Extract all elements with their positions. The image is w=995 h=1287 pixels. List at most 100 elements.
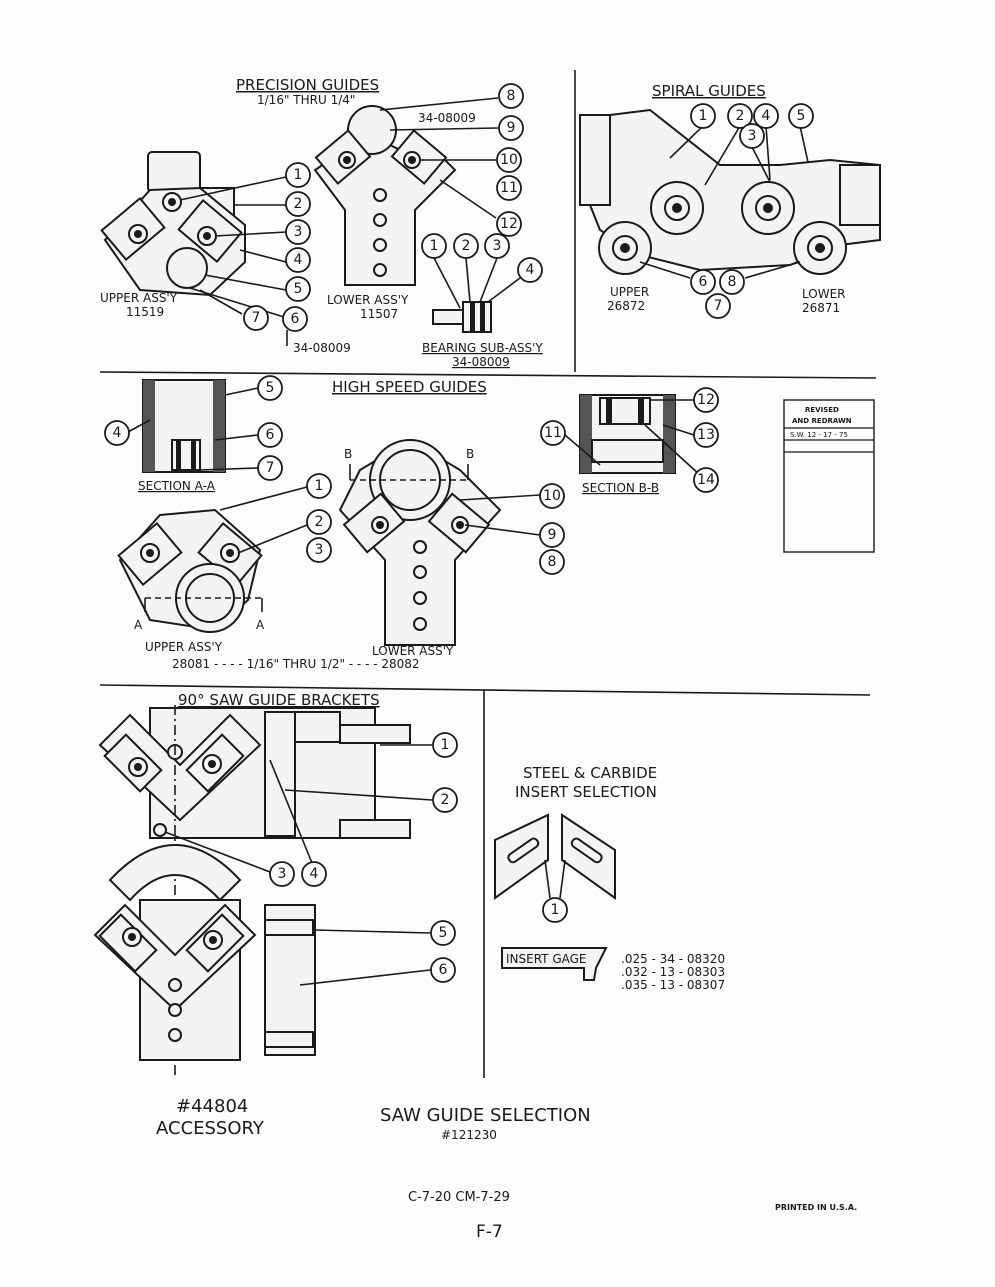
- insert-drawing: [494, 813, 616, 900]
- section-mark-a-left: A: [134, 618, 143, 632]
- highspeed-upper-label: UPPER ASS'Y: [145, 640, 223, 654]
- section-a-drawing: [142, 379, 226, 473]
- highspeed-callouts: 5 4 6 7 1 2 3 10 9 8 12 11 13 14: [104, 375, 719, 575]
- hs-callout-13: 13: [697, 427, 715, 443]
- hs-callout-7: 7: [266, 460, 275, 476]
- spiral-callout-1: 1: [699, 108, 708, 124]
- hs-callout-2: 2: [315, 514, 324, 530]
- spiral-assembly: [579, 108, 881, 275]
- spiral-leaders: [639, 125, 809, 279]
- high-speed-guides-section: HIGH SPEED GUIDES SECTION A-A SECTION B-…: [104, 375, 719, 671]
- bearing-callout-3: 3: [493, 238, 502, 254]
- precision-bottom-code: 34-08009: [293, 341, 351, 355]
- precision-guides-section: PRECISION GUIDES 1/16" THRU 1/4" 34-0800…: [100, 76, 543, 369]
- callout-12: 12: [500, 216, 518, 232]
- brackets-leaders: [164, 744, 433, 986]
- bearing-label: BEARING SUB-ASS'Y: [422, 341, 543, 355]
- hs-callout-1: 1: [315, 478, 324, 494]
- spiral-guides-section: SPIRAL GUIDES 1 2 4 5 3 6 8 7: [579, 82, 881, 319]
- selection-title: SAW GUIDE SELECTION: [380, 1105, 591, 1126]
- spiral-callout-4: 4: [762, 108, 771, 124]
- section-a-label: SECTION A-A: [138, 479, 216, 493]
- page-number: F-7: [476, 1222, 503, 1242]
- precision-upper-label: UPPER ASS'Y: [100, 291, 178, 305]
- highspeed-title: HIGH SPEED GUIDES: [332, 378, 487, 396]
- insert-title-line-2: INSERT SELECTION: [515, 783, 657, 801]
- hs-callout-8: 8: [548, 554, 557, 570]
- hs-callout-9: 9: [548, 527, 557, 543]
- highspeed-upper-assembly: [117, 508, 263, 633]
- callout-4: 4: [294, 252, 303, 268]
- bracket-callout-5: 5: [439, 925, 448, 941]
- section-b-label: SECTION B-B: [582, 481, 659, 495]
- highspeed-range-line: 28081 - - - - 1/16" THRU 1/2" - - - - 28…: [172, 657, 420, 671]
- spiral-callout-5: 5: [797, 108, 806, 124]
- revised-line-2: AND REDRAWN: [792, 417, 852, 425]
- spiral-upper-num: 26872: [607, 299, 645, 313]
- bracket-callout-2: 2: [441, 792, 450, 808]
- revised-line-1: REVISED: [805, 406, 839, 414]
- section-markers: A A B B: [134, 447, 474, 632]
- section-mark-b-left: B: [344, 447, 352, 461]
- spiral-title: SPIRAL GUIDES: [652, 82, 766, 100]
- bracket-lower-assembly: [93, 844, 316, 1061]
- divider-lines: [99, 70, 877, 1078]
- revised-line-3: S.W. 12 - 17 - 75: [790, 431, 848, 439]
- footer: #44804 ACCESSORY SAW GUIDE SELECTION #12…: [156, 1096, 857, 1242]
- bracket-callout-1: 1: [441, 737, 450, 753]
- spiral-callout-7: 7: [714, 298, 723, 314]
- callout-9: 9: [507, 120, 516, 136]
- spiral-callout-3: 3: [748, 128, 757, 144]
- bracket-upper-assembly: [98, 705, 411, 1075]
- precision-upper-num: 11519: [126, 305, 164, 319]
- callout-6: 6: [291, 311, 300, 327]
- highspeed-lower-assembly: [338, 438, 502, 646]
- section-mark-a-right: A: [256, 618, 265, 632]
- hs-callout-12: 12: [697, 392, 715, 408]
- precision-subtitle: 1/16" THRU 1/4": [257, 93, 355, 107]
- callout-10: 10: [500, 152, 518, 168]
- hs-callout-3: 3: [315, 542, 324, 558]
- insert-callout-1: 1: [551, 902, 560, 918]
- insert-gage-label: INSERT GAGE: [506, 952, 587, 966]
- precision-lower-num: 11507: [360, 307, 398, 321]
- callout-1: 1: [294, 167, 303, 183]
- callout-11: 11: [500, 180, 518, 196]
- highspeed-leaders: [127, 387, 701, 554]
- spiral-lower-label: LOWER: [802, 287, 846, 301]
- spiral-callout-2: 2: [736, 108, 745, 124]
- bearing-callout-1: 1: [430, 238, 439, 254]
- brackets-callouts: 1 2 3 4 5 6: [269, 732, 458, 983]
- insert-title-line-1: STEEL & CARBIDE: [523, 764, 657, 782]
- selection-number: #121230: [441, 1128, 497, 1142]
- insert-selection-section: STEEL & CARBIDE INSERT SELECTION 1 INSER…: [494, 764, 725, 992]
- spiral-callout-8: 8: [728, 274, 737, 290]
- gage-code-2: .032 - 13 - 08303: [621, 965, 725, 979]
- footer-codes: C-7-20 CM-7-29: [408, 1190, 510, 1205]
- gage-code-3: .035 - 13 - 08307: [621, 978, 725, 992]
- callout-3: 3: [294, 224, 303, 240]
- spiral-lower-num: 26871: [802, 301, 840, 315]
- section-b-drawing: [579, 394, 676, 474]
- section-mark-b-right: B: [466, 447, 474, 461]
- hs-callout-6: 6: [266, 427, 275, 443]
- gage-code-1: .025 - 34 - 08320: [621, 952, 725, 966]
- spiral-callout-6: 6: [699, 274, 708, 290]
- hs-callout-10: 10: [543, 488, 561, 504]
- precision-title: PRECISION GUIDES: [236, 76, 379, 94]
- spiral-upper-label: UPPER: [610, 285, 649, 299]
- hs-callout-4: 4: [113, 425, 122, 441]
- precision-lower-label: LOWER ASS'Y: [327, 293, 409, 307]
- precision-upper-assembly: [100, 151, 246, 297]
- callout-7: 7: [252, 310, 261, 326]
- spiral-callouts: 1 2 4 5 3 6 8 7: [690, 103, 814, 319]
- printed-in-usa: PRINTED IN U.S.A.: [775, 1203, 857, 1212]
- precision-leaders: [179, 97, 529, 318]
- bracket-callout-6: 6: [439, 962, 448, 978]
- hs-callout-5: 5: [266, 380, 275, 396]
- highspeed-lower-label: LOWER ASS'Y: [372, 644, 454, 658]
- bearing-num: 34-08009: [452, 355, 510, 369]
- bracket-callout-4: 4: [310, 866, 319, 882]
